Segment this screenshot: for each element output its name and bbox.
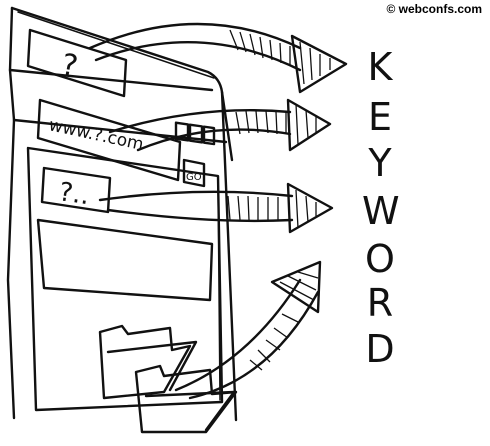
arrow-heading-to-keyword: [100, 184, 332, 232]
keyword-letter: D: [362, 330, 398, 368]
keyword-letter: K: [362, 48, 398, 86]
title-question-mark: ?: [59, 47, 81, 84]
keyword-letter: W: [362, 192, 398, 230]
keyword-letter: O: [362, 240, 398, 278]
arrow-folder-to-keyword: [176, 262, 320, 398]
heading-placeholder: ?..: [57, 177, 91, 211]
keyword-letter: E: [362, 98, 398, 136]
url-text: www.?.com: [47, 115, 145, 155]
keyword-letter: Y: [362, 144, 398, 182]
keyword-letter: R: [362, 284, 398, 322]
page-content-area: ?..: [28, 148, 222, 410]
